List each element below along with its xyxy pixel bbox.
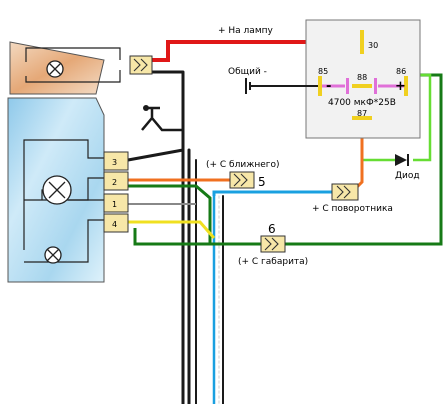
relay-pin-88-label: 88 xyxy=(357,73,367,82)
capacitor-plate-left xyxy=(346,78,349,94)
relay-pin-86-label: 86 xyxy=(396,67,406,76)
upper-lamp-wiring xyxy=(25,47,121,83)
plug-turn-signal xyxy=(331,183,359,201)
blue-wire xyxy=(212,190,332,196)
relay-pin-85 xyxy=(318,76,322,96)
black-wire-branch xyxy=(141,106,183,132)
label-from-low-beam: (+ С ближнего) xyxy=(206,160,280,170)
connector-pin-1-label: 1 xyxy=(112,200,117,209)
label-from-turn: + С поворотника xyxy=(312,204,393,214)
headlamp-connector xyxy=(103,151,129,233)
wire-pin-4-yellow xyxy=(128,220,216,239)
connector-pin-4-label: 4 xyxy=(112,220,117,229)
capacitor-plate-right xyxy=(374,78,377,94)
low-beam-bulb-icon xyxy=(42,175,72,205)
connector-pin-3-label: 3 xyxy=(112,158,117,167)
connector-pin-2-label: 2 xyxy=(112,178,117,187)
plug-lamp-top xyxy=(129,55,153,75)
label-from-parking: (+ С габарита) xyxy=(238,257,308,267)
lamp-bulb-icon xyxy=(46,60,64,78)
relay-minus-sign: - xyxy=(326,79,331,94)
relay-plus-sign: + xyxy=(395,79,406,94)
wire-pin-1-green xyxy=(128,184,212,246)
plug-wire-6 xyxy=(260,235,286,253)
relay-pin-30 xyxy=(360,30,364,54)
ground-terminal-icon xyxy=(143,105,149,111)
diode-icon xyxy=(395,154,409,166)
relay-pin-87 xyxy=(352,116,372,120)
relay-pin-87-label: 87 xyxy=(357,109,367,118)
wire-number-6: 6 xyxy=(268,222,276,236)
label-diode: Диод xyxy=(395,171,420,181)
label-capacitor: 4700 мкФ*25В xyxy=(328,98,396,108)
ground-symbol-icon xyxy=(245,78,251,94)
red-wire xyxy=(152,40,362,62)
label-to-lamp: + На лампу xyxy=(218,26,273,36)
relay-pin-85-label: 85 xyxy=(318,67,328,76)
relay-pin-88 xyxy=(352,84,372,88)
relay-pin-30-label: 30 xyxy=(368,41,378,50)
wire-pin-3 xyxy=(127,148,184,162)
wire-harness xyxy=(181,70,224,404)
plug-wire-5 xyxy=(229,171,255,189)
light-green-wire xyxy=(362,73,432,162)
wire-number-5: 5 xyxy=(258,175,266,189)
label-ground: Общий - xyxy=(228,67,267,77)
relay-pin-86 xyxy=(404,76,408,96)
parking-bulb-icon xyxy=(44,246,62,264)
